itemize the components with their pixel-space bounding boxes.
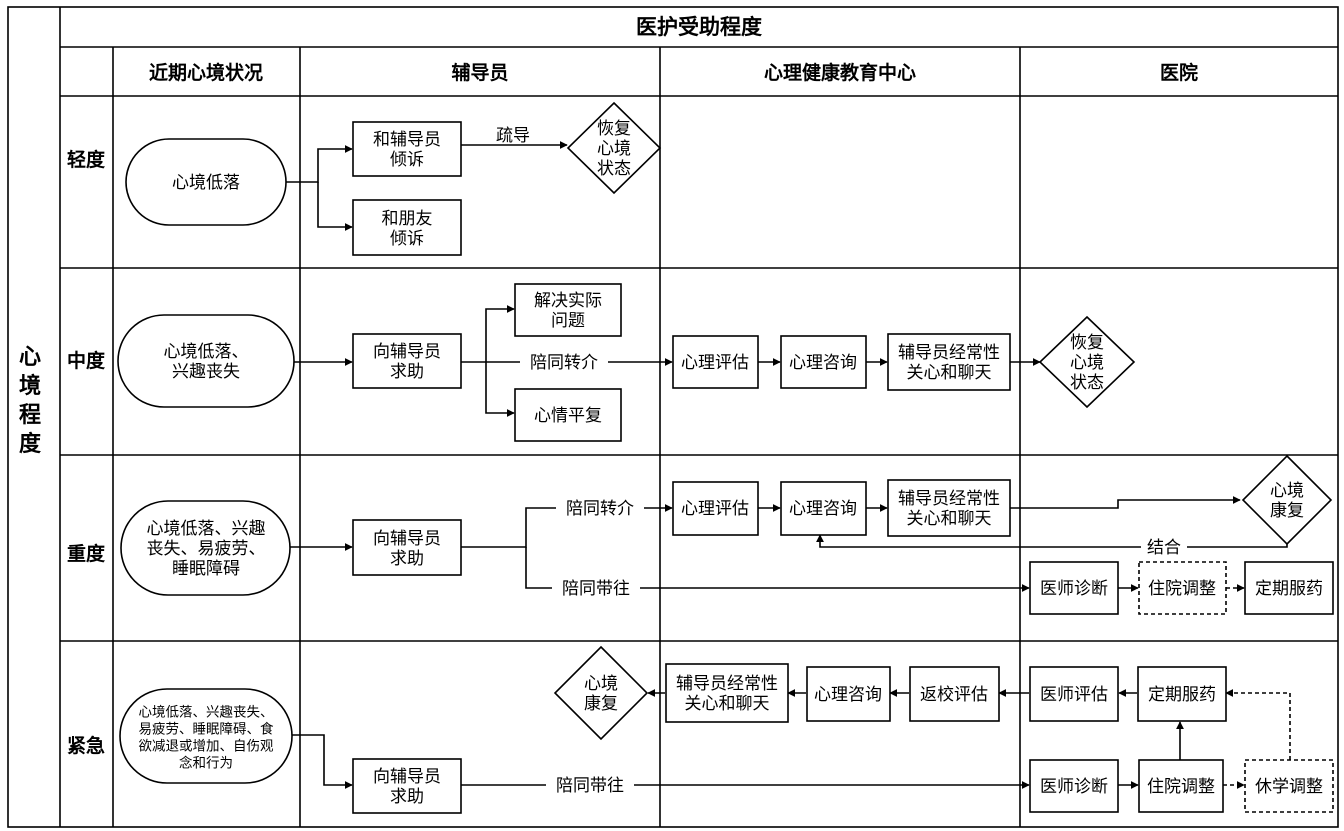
column-header-mood: 近期心境状况 bbox=[149, 61, 263, 84]
svg-text:住院调整: 住院调整 bbox=[1148, 579, 1216, 599]
side-label: 心 境 程 度 bbox=[19, 345, 42, 457]
svg-text:定期服药: 定期服药 bbox=[1255, 579, 1323, 599]
hospitalization-node: 住院调整 bbox=[1138, 561, 1227, 615]
svg-text:住院调整: 住院调整 bbox=[1147, 777, 1215, 797]
column-header-counselor: 辅导员 bbox=[451, 61, 508, 84]
seek-counselor-help-node: 向辅导员求助 bbox=[352, 758, 462, 814]
side-label-char: 度 bbox=[19, 431, 42, 457]
doctor-diagnosis-node: 医师诊断 bbox=[1029, 759, 1119, 813]
svg-text:心境低落、兴趣丧失、易疲劳、睡眠障碍: 心境低落、兴趣丧失、易疲劳、睡眠障碍 bbox=[147, 519, 266, 579]
recover-state-node: 恢复心境状态 bbox=[1038, 315, 1136, 409]
doctor-diagnosis-node: 医师诊断 bbox=[1029, 561, 1119, 615]
table-title: 医护受助程度 bbox=[636, 15, 762, 39]
mood-state-node: 心境低落、兴趣丧失、易疲劳、睡眠障碍 bbox=[120, 500, 291, 596]
column-header-hospital: 医院 bbox=[1160, 61, 1198, 84]
svg-text:心理咨询: 心理咨询 bbox=[789, 353, 857, 373]
svg-text:心理评估: 心理评估 bbox=[681, 499, 749, 519]
leave-of-absence-node: 休学调整 bbox=[1244, 759, 1334, 813]
psych-consultation-node: 心理咨询 bbox=[780, 335, 867, 389]
svg-text:医师评估: 医师评估 bbox=[1040, 685, 1108, 705]
svg-text:医师诊断: 医师诊断 bbox=[1040, 777, 1108, 797]
recover-state-node: 恢复心境状态 bbox=[566, 101, 662, 195]
svg-text:辅导员经常性关心和聊天: 辅导员经常性关心和聊天 bbox=[898, 489, 1000, 529]
svg-text:恢复心境状态: 恢复心境状态 bbox=[1070, 333, 1104, 393]
psych-consultation-node: 心理咨询 bbox=[780, 481, 867, 536]
doctor-evaluation-node: 医师评估 bbox=[1029, 666, 1119, 722]
counselor-care-node: 辅导员经常性关心和聊天 bbox=[887, 479, 1011, 537]
talk-to-friend-node: 和朋友倾诉 bbox=[352, 199, 462, 256]
table-grid bbox=[7, 6, 1339, 828]
svg-text:解决实际问题: 解决实际问题 bbox=[534, 291, 602, 331]
regular-medication-node: 定期服药 bbox=[1137, 666, 1227, 722]
edge-label-accompany-go: 陪同带往 bbox=[556, 776, 624, 796]
svg-text:心理咨询: 心理咨询 bbox=[789, 499, 857, 519]
svg-text:向辅导员求助: 向辅导员求助 bbox=[373, 529, 441, 569]
svg-text:心境康复: 心境康复 bbox=[1270, 481, 1304, 521]
level-severe: 重度 bbox=[67, 542, 106, 565]
side-label-char: 境 bbox=[19, 373, 41, 399]
mood-recovery-node: 心境康复 bbox=[553, 645, 649, 741]
mood-recovery-node: 心境康复 bbox=[1241, 454, 1333, 546]
svg-text:定期服药: 定期服药 bbox=[1148, 685, 1216, 705]
psych-assessment-node: 心理评估 bbox=[672, 335, 759, 389]
svg-text:辅导员经常性关心和聊天: 辅导员经常性关心和聊天 bbox=[676, 674, 778, 714]
talk-to-counselor-node: 和辅导员倾诉 bbox=[352, 121, 462, 177]
psych-consultation-node: 心理咨询 bbox=[806, 666, 891, 722]
svg-text:心情平复: 心情平复 bbox=[534, 406, 602, 426]
svg-text:心境康复: 心境康复 bbox=[584, 674, 618, 714]
svg-text:心境低落、兴趣丧失: 心境低落、兴趣丧失 bbox=[164, 342, 249, 382]
mood-state-node: 心境低落、兴趣丧失 bbox=[117, 314, 295, 408]
level-urgent: 紧急 bbox=[67, 734, 105, 757]
edge-label-accompany-go: 陪同带往 bbox=[562, 579, 630, 599]
counselor-care-node: 辅导员经常性关心和聊天 bbox=[887, 333, 1011, 391]
edge-label-combine: 结合 bbox=[1147, 538, 1181, 558]
side-label-char: 程 bbox=[19, 403, 41, 428]
solve-problem-node: 解决实际问题 bbox=[514, 283, 622, 337]
edge-labels: 疏导 陪同转介 陪同转介 陪同带往 结合 陪同带往 bbox=[488, 124, 1187, 796]
svg-text:心理咨询: 心理咨询 bbox=[814, 685, 882, 705]
hospitalization-node: 住院调整 bbox=[1138, 759, 1224, 813]
level-mild: 轻度 bbox=[67, 148, 106, 171]
seek-counselor-help-node: 向辅导员求助 bbox=[352, 519, 462, 576]
svg-text:返校评估: 返校评估 bbox=[920, 685, 988, 705]
edge-label-guide: 疏导 bbox=[496, 126, 530, 146]
side-label-char: 心 bbox=[19, 345, 41, 370]
svg-text:向辅导员求助: 向辅导员求助 bbox=[373, 342, 441, 382]
calm-mood-node: 心情平复 bbox=[514, 388, 622, 442]
svg-text:恢复心境状态: 恢复心境状态 bbox=[597, 119, 631, 179]
svg-text:医师诊断: 医师诊断 bbox=[1040, 579, 1108, 599]
edge-label-accompany-refer: 陪同转介 bbox=[566, 499, 634, 519]
connectors bbox=[286, 141, 1291, 789]
svg-text:向辅导员求助: 向辅导员求助 bbox=[373, 767, 441, 807]
seek-counselor-help-node: 向辅导员求助 bbox=[352, 333, 462, 389]
regular-medication-node: 定期服药 bbox=[1244, 561, 1334, 615]
svg-text:心理评估: 心理评估 bbox=[681, 353, 749, 373]
return-school-evaluation-node: 返校评估 bbox=[909, 666, 1000, 722]
flow-nodes: 心境低落 和辅导员倾诉 和朋友倾诉 恢复心境状态 心境低落、兴趣丧失 向辅导员求… bbox=[117, 101, 1334, 814]
psych-assessment-node: 心理评估 bbox=[672, 481, 759, 536]
mood-state-node: 心境低落、兴趣丧失、易疲劳、睡眠障碍、食欲减退或增加、自伤观念和行为 bbox=[119, 688, 293, 784]
svg-text:和辅导员倾诉: 和辅导员倾诉 bbox=[373, 130, 441, 170]
svg-text:辅导员经常性关心和聊天: 辅导员经常性关心和聊天 bbox=[898, 343, 1000, 383]
svg-text:和朋友倾诉: 和朋友倾诉 bbox=[382, 209, 433, 249]
mood-state-node: 心境低落 bbox=[125, 138, 287, 226]
edge-label-accompany-refer: 陪同转介 bbox=[530, 353, 598, 373]
level-moderate: 中度 bbox=[67, 349, 106, 372]
svg-text:心境低落、兴趣丧失、易疲劳、睡眠障碍、食欲减退或增加、自伤观: 心境低落、兴趣丧失、易疲劳、睡眠障碍、食欲减退或增加、自伤观念和行为 bbox=[139, 705, 274, 772]
svg-text:休学调整: 休学调整 bbox=[1255, 777, 1323, 797]
svg-text:心境低落: 心境低落 bbox=[172, 173, 240, 193]
counselor-care-node: 辅导员经常性关心和聊天 bbox=[665, 663, 789, 723]
column-header-center: 心理健康教育中心 bbox=[764, 61, 916, 84]
